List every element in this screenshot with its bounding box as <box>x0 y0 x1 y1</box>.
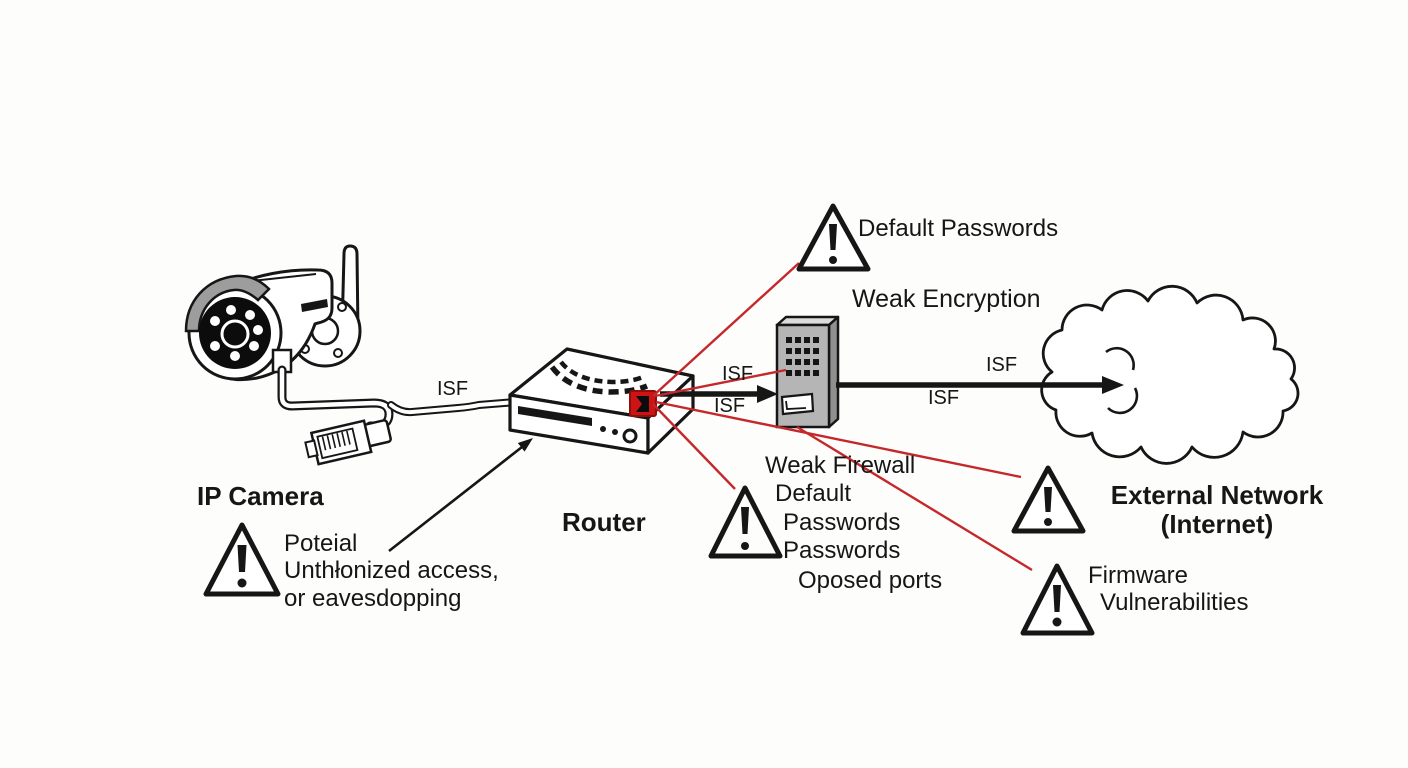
rj45-latch <box>304 439 319 459</box>
external-network-label-line1: External Network <box>1111 480 1324 510</box>
warning-triangle-camera <box>203 522 281 597</box>
router-port-circle <box>622 428 638 444</box>
weak-encryption-label: Weak Encryption <box>852 285 1041 313</box>
camera-risk-note: Poteial Unthłonized access, or eavesdopp… <box>284 530 499 612</box>
svg-text:Firmware: Firmware <box>1088 562 1188 589</box>
svg-text:Passwords: Passwords <box>783 509 900 536</box>
router-illustration <box>508 347 695 455</box>
svg-text:Default: Default <box>775 480 851 507</box>
isf-label-firewall-cloud-below: ISF <box>928 387 959 409</box>
risk-line-to-firmware <box>796 425 1033 572</box>
arrow-camera-note-to-router <box>388 438 533 553</box>
camera-body-panel-line <box>251 273 317 282</box>
firmware-risk-note: Firmware Vulnerabilities <box>1088 562 1249 616</box>
firewall-side <box>827 315 840 429</box>
cloud-inner-curl-top <box>1105 346 1135 371</box>
router-vent-arc-inner <box>559 360 644 385</box>
router-port-highlight <box>629 390 657 417</box>
camera-body-slot <box>301 299 328 312</box>
warning-triangle-default-passwords <box>796 203 871 272</box>
risk-line-to-router-risks <box>652 403 736 490</box>
risk-line-to-external-network <box>655 400 1022 479</box>
router-risk-note: Weak Firewall Default Passwords Password… <box>765 452 942 594</box>
svg-text:Poteial: Poteial <box>284 530 357 557</box>
camera-ir-leds <box>210 305 263 361</box>
isf-label-router-firewall-above: ISF <box>722 363 753 385</box>
camera-cable <box>277 365 394 431</box>
ethernet-cable-to-router <box>387 398 520 417</box>
rj45-connector <box>304 419 392 466</box>
firewall-led-grid <box>786 337 819 376</box>
isf-label-camera-router: ISF <box>437 378 468 400</box>
svg-text:Oposed ports: Oposed ports <box>798 567 942 594</box>
router-led-2 <box>612 429 618 435</box>
router-front-slot <box>518 406 592 426</box>
ip-camera-label: IP Camera <box>197 481 324 511</box>
cloud-inner-curl-bottom <box>1107 387 1139 415</box>
default-passwords-label: Default Passwords <box>858 215 1058 242</box>
risk-line-to-default-passwords <box>652 262 800 397</box>
internet-cloud <box>1040 284 1300 465</box>
risk-line-to-firewall <box>654 368 787 398</box>
svg-text:or eavesdopping: or eavesdopping <box>284 585 461 612</box>
router-led-1 <box>600 426 606 432</box>
arrow-firewall-to-cloud <box>836 376 1124 394</box>
isf-label-firewall-cloud-above: ISF <box>986 354 1017 376</box>
arrow-router-to-firewall <box>660 385 778 403</box>
svg-text:Unthłonized access,: Unthłonized access, <box>284 557 499 584</box>
firewall-illustration <box>775 315 840 429</box>
rj45-pins <box>321 430 351 451</box>
svg-text:Passwords: Passwords <box>783 537 900 564</box>
svg-text:Vulnerabilities: Vulnerabilities <box>1100 589 1249 616</box>
warning-triangle-firmware <box>1020 563 1095 636</box>
router-label: Router <box>562 507 646 537</box>
camera-visor <box>184 274 271 333</box>
external-network-label-line2: (Internet) <box>1161 509 1274 539</box>
camera-lens <box>220 319 250 349</box>
risk-lines <box>652 262 1033 572</box>
ip-camera-illustration <box>184 244 362 381</box>
router-vent-arc-outer <box>549 365 649 395</box>
warning-triangle-router-risks <box>708 485 783 559</box>
svg-text:Weak Firewall: Weak Firewall <box>765 452 915 479</box>
isf-label-router-firewall-below: ISF <box>714 395 745 417</box>
warning-triangle-external-network <box>1011 465 1086 534</box>
